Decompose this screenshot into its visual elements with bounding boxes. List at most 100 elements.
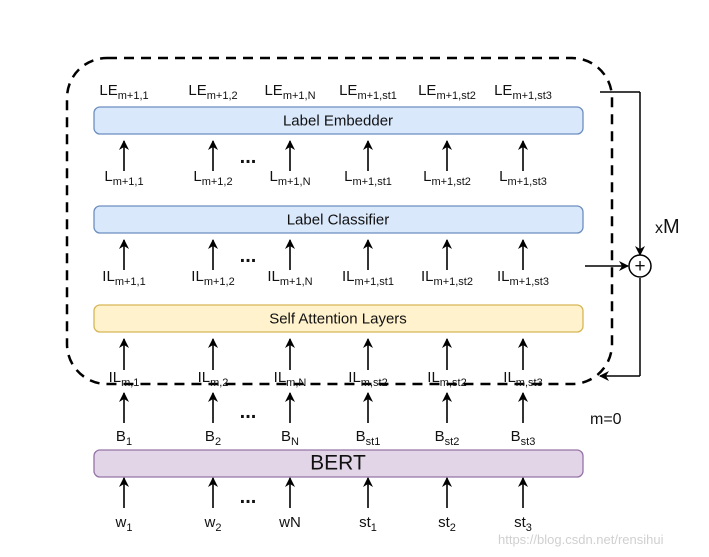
label-embedding-token-subscript: m+1,st3 (512, 90, 551, 102)
input-token-token: st1 (359, 514, 377, 534)
bert-output-token: B1 (116, 428, 132, 448)
bert-output-token-subscript: st2 (445, 436, 460, 448)
bert-output-token-subscript: st3 (521, 436, 536, 448)
label-token: Lm+1,N (269, 168, 310, 188)
label-embedder-label: Label Embedder (283, 113, 393, 130)
input-label-next-token: ILm+1,st1 (342, 268, 394, 288)
input-label-current-token-subscript: m,st2 (440, 377, 467, 389)
label-token-base: L (499, 168, 507, 185)
sa-box-rect (93, 304, 584, 333)
repeat-count-prefix: x (655, 220, 663, 237)
input-token-token: st2 (438, 514, 456, 534)
bert-output-token: Bst2 (435, 428, 460, 448)
label-token-subscript: m+1,st3 (507, 176, 546, 188)
bert-output-token-subscript: 2 (215, 436, 221, 448)
self-attention-box: Self Attention Layers (93, 304, 584, 333)
input-token-token-base: w (204, 514, 216, 531)
label-classifier-box: Label Classifier (93, 205, 584, 234)
input-label-next-token-subscript: m+1,N (280, 276, 313, 288)
input-token-token-base: w (115, 514, 127, 531)
label-embedding-token: LEm+1,st1 (339, 82, 397, 102)
label-token-base: L (344, 168, 352, 185)
input-token-token-base: st (514, 514, 527, 531)
input-label-current-token: ILm,N (274, 369, 307, 389)
label-token-subscript: m+1,N (278, 176, 311, 188)
arrows (119, 140, 528, 508)
input-label-current-token-base: IL (503, 369, 516, 386)
input-label-next-token-base: IL (342, 268, 355, 285)
input-label-current-token: ILm,1 (109, 369, 140, 389)
label-embedding-token-subscript: m+1,st1 (357, 90, 396, 102)
input-label-current-token-base: IL (427, 369, 440, 386)
label-embedding-token: LEm+1,2 (188, 82, 237, 102)
label-embedding-token-base: LE (99, 82, 117, 99)
repeat-count-label: xM (655, 216, 680, 238)
label-token-base: L (193, 168, 201, 185)
input-token-token-subscript: 3 (526, 522, 532, 534)
input-token-token: w1 (115, 514, 133, 534)
input-label-next-token-base: IL (102, 268, 115, 285)
input-label-next-token-subscript: m+1,1 (115, 276, 146, 288)
input-token-token: w2 (204, 514, 222, 534)
input-token-token-subscript: 2 (450, 522, 456, 534)
input-label-next-token-subscript: m+1,st3 (510, 276, 549, 288)
label-token: Lm+1,st3 (499, 168, 547, 188)
bert-output-token-base: B (116, 428, 126, 445)
label-token-subscript: m+1,st1 (352, 176, 391, 188)
input-label-current-token-subscript: m,st2 (361, 377, 388, 389)
ellipsis: ... (240, 401, 257, 423)
label-token-subscript: m+1,1 (113, 176, 144, 188)
input-label-current-token-subscript: m,N (286, 377, 306, 389)
input-label-current-token: ILm,st2 (348, 369, 387, 389)
input-token-token-subscript: 2 (215, 522, 221, 534)
input-label-next-token-base: IL (267, 268, 280, 285)
input-label-next-token-subscript: m+1,st2 (434, 276, 473, 288)
input-label-current-token: ILm,st3 (503, 369, 542, 389)
label-token-base: L (104, 168, 112, 185)
input-label-next-token-subscript: m+1,2 (204, 276, 235, 288)
input-label-next-token-base: IL (191, 268, 204, 285)
ellipsis: ... (240, 486, 257, 508)
label-embedding-token-base: LE (339, 82, 357, 99)
bert-output-token: Bst1 (356, 428, 381, 448)
bert-box: BERT (93, 449, 584, 478)
bert-output-token-subscript: 1 (126, 436, 132, 448)
bert-output-token-base: B (511, 428, 521, 445)
bert-output-token-base: B (205, 428, 215, 445)
input-label-next-token-base: IL (421, 268, 434, 285)
input-label-next-token: ILm+1,1 (102, 268, 145, 288)
label-embedding-token: LEm+1,1 (99, 82, 148, 102)
input-label-current-token-base: IL (198, 369, 211, 386)
label-embedding-token-base: LE (418, 82, 436, 99)
input-token-token-subscript: 1 (126, 522, 132, 534)
label-embedding-token-subscript: m+1,2 (207, 90, 238, 102)
input-label-current-token-base: IL (109, 369, 122, 386)
input-label-current-token-base: IL (274, 369, 287, 386)
bert-box-rect (93, 449, 584, 478)
label-token: Lm+1,1 (104, 168, 143, 188)
input-label-next-token: ILm+1,st3 (497, 268, 549, 288)
input-label-current-token-subscript: m,1 (121, 377, 139, 389)
repeat-block-frame (65, 56, 614, 386)
ellipsis: ... (240, 245, 257, 267)
bert-output-token: B2 (205, 428, 221, 448)
label-token-subscript: m+1,st2 (431, 176, 470, 188)
input-label-current-token-base: IL (348, 369, 361, 386)
label-embedding-token: LEm+1,st2 (418, 82, 476, 102)
m-init-label: m=0 (590, 411, 622, 428)
label-token-base: L (269, 168, 277, 185)
input-token-token-base: st (359, 514, 372, 531)
label-embedding-token-subscript: m+1,N (283, 90, 316, 102)
input-token-token-subscript: 1 (371, 522, 377, 534)
bert-output-token-subscript: st1 (366, 436, 381, 448)
input-label-current-token: ILm,st2 (427, 369, 466, 389)
bert-output-token-base: B (281, 428, 291, 445)
label-classifier-label: Label Classifier (287, 212, 390, 229)
input-label-current-token-subscript: m,2 (210, 377, 228, 389)
